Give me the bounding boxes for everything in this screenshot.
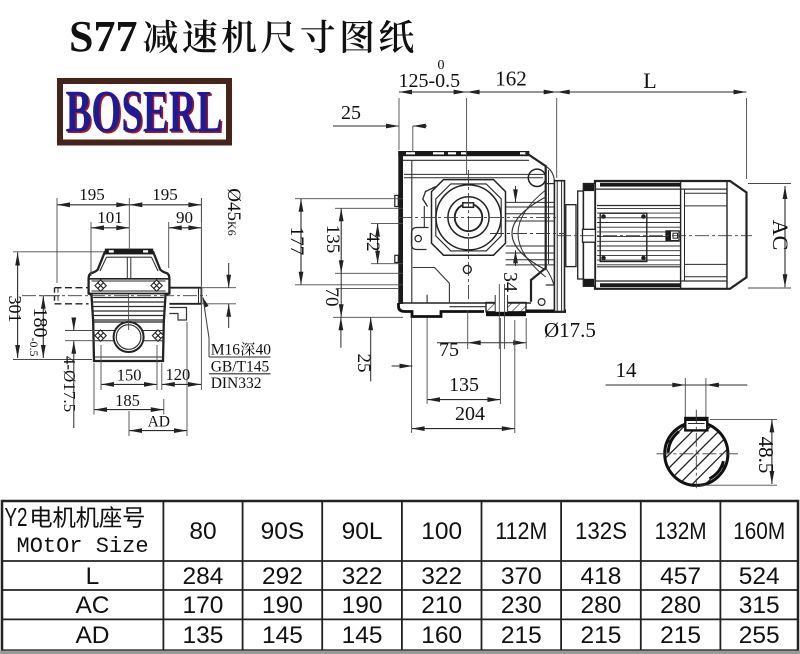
svg-text:75: 75 (439, 339, 459, 361)
svg-text:42: 42 (362, 233, 383, 252)
svg-text:190: 190 (262, 592, 303, 619)
svg-text:215: 215 (581, 622, 622, 649)
svg-text:120: 120 (166, 365, 191, 384)
svg-text:BOSERL: BOSERL (67, 80, 224, 146)
svg-text:160M: 160M (733, 518, 785, 545)
svg-text:L: L (86, 563, 100, 590)
svg-text:280: 280 (660, 592, 701, 619)
svg-text:195: 195 (79, 185, 105, 204)
svg-text:25: 25 (341, 102, 361, 124)
svg-text:40: 40 (256, 342, 272, 359)
svg-text:S77: S77 (69, 12, 137, 61)
svg-text:315: 315 (739, 592, 780, 619)
svg-text:100: 100 (421, 518, 462, 545)
svg-text:195: 195 (152, 185, 178, 204)
svg-text:25: 25 (353, 354, 374, 373)
svg-text:112M: 112M (495, 518, 547, 545)
svg-text:DIN332: DIN332 (211, 375, 262, 392)
svg-text:125-0.5: 125-0.5 (399, 70, 461, 92)
svg-text:230: 230 (501, 592, 542, 619)
svg-text:150: 150 (117, 366, 142, 385)
svg-text:L: L (643, 68, 656, 93)
svg-text:AC: AC (75, 592, 109, 619)
svg-text:AD: AD (148, 414, 170, 431)
svg-text:135: 135 (449, 374, 479, 396)
svg-text:145: 145 (342, 622, 383, 649)
svg-text:80: 80 (189, 518, 216, 545)
svg-text:48.5: 48.5 (754, 437, 778, 474)
svg-text:34: 34 (499, 272, 521, 292)
svg-text:BOSERL: BOSERL (66, 79, 223, 145)
svg-text:135: 135 (322, 225, 343, 254)
svg-text:185: 185 (115, 391, 140, 410)
svg-text:301: 301 (5, 296, 25, 323)
svg-text:418: 418 (581, 563, 622, 590)
svg-text:MOtOr Size: MOtOr Size (17, 534, 149, 559)
svg-text:210: 210 (421, 592, 462, 619)
svg-text:170: 170 (183, 592, 224, 619)
svg-text:524: 524 (739, 563, 780, 590)
svg-text:AD: AD (75, 622, 109, 649)
svg-text:90S: 90S (261, 518, 305, 545)
svg-text:132S: 132S (575, 518, 627, 545)
svg-text:135: 135 (183, 622, 224, 649)
svg-text:284: 284 (183, 563, 224, 590)
svg-text:GB/T145: GB/T145 (211, 358, 270, 375)
svg-text:255: 255 (739, 622, 780, 649)
svg-text:162: 162 (495, 67, 527, 91)
svg-text:292: 292 (262, 563, 303, 590)
svg-text:322: 322 (342, 563, 383, 590)
svg-text:204: 204 (455, 403, 485, 425)
svg-text:14: 14 (616, 358, 638, 382)
svg-text:90L: 90L (342, 518, 383, 545)
svg-text:Ø17.5: Ø17.5 (544, 318, 596, 342)
svg-text:280: 280 (581, 592, 622, 619)
svg-text:Y2: Y2 (5, 502, 28, 532)
svg-text:177: 177 (286, 227, 307, 256)
svg-text:215: 215 (501, 622, 542, 649)
svg-text:AC: AC (768, 220, 793, 251)
svg-text:132M: 132M (655, 518, 707, 545)
svg-text:0: 0 (438, 58, 445, 73)
svg-text:190: 190 (342, 592, 383, 619)
svg-text:101: 101 (97, 208, 123, 227)
svg-text:160: 160 (421, 622, 462, 649)
svg-text:457: 457 (660, 563, 701, 590)
svg-text:4-Ø17.5: 4-Ø17.5 (60, 356, 79, 412)
svg-text:145: 145 (262, 622, 303, 649)
svg-text:M16: M16 (211, 342, 241, 359)
svg-text:Ø45K6: Ø45K6 (223, 188, 244, 235)
svg-text:370: 370 (501, 563, 542, 590)
svg-text:322: 322 (421, 563, 462, 590)
svg-text:90: 90 (176, 208, 193, 227)
svg-text:215: 215 (660, 622, 701, 649)
svg-text:70: 70 (321, 288, 342, 307)
